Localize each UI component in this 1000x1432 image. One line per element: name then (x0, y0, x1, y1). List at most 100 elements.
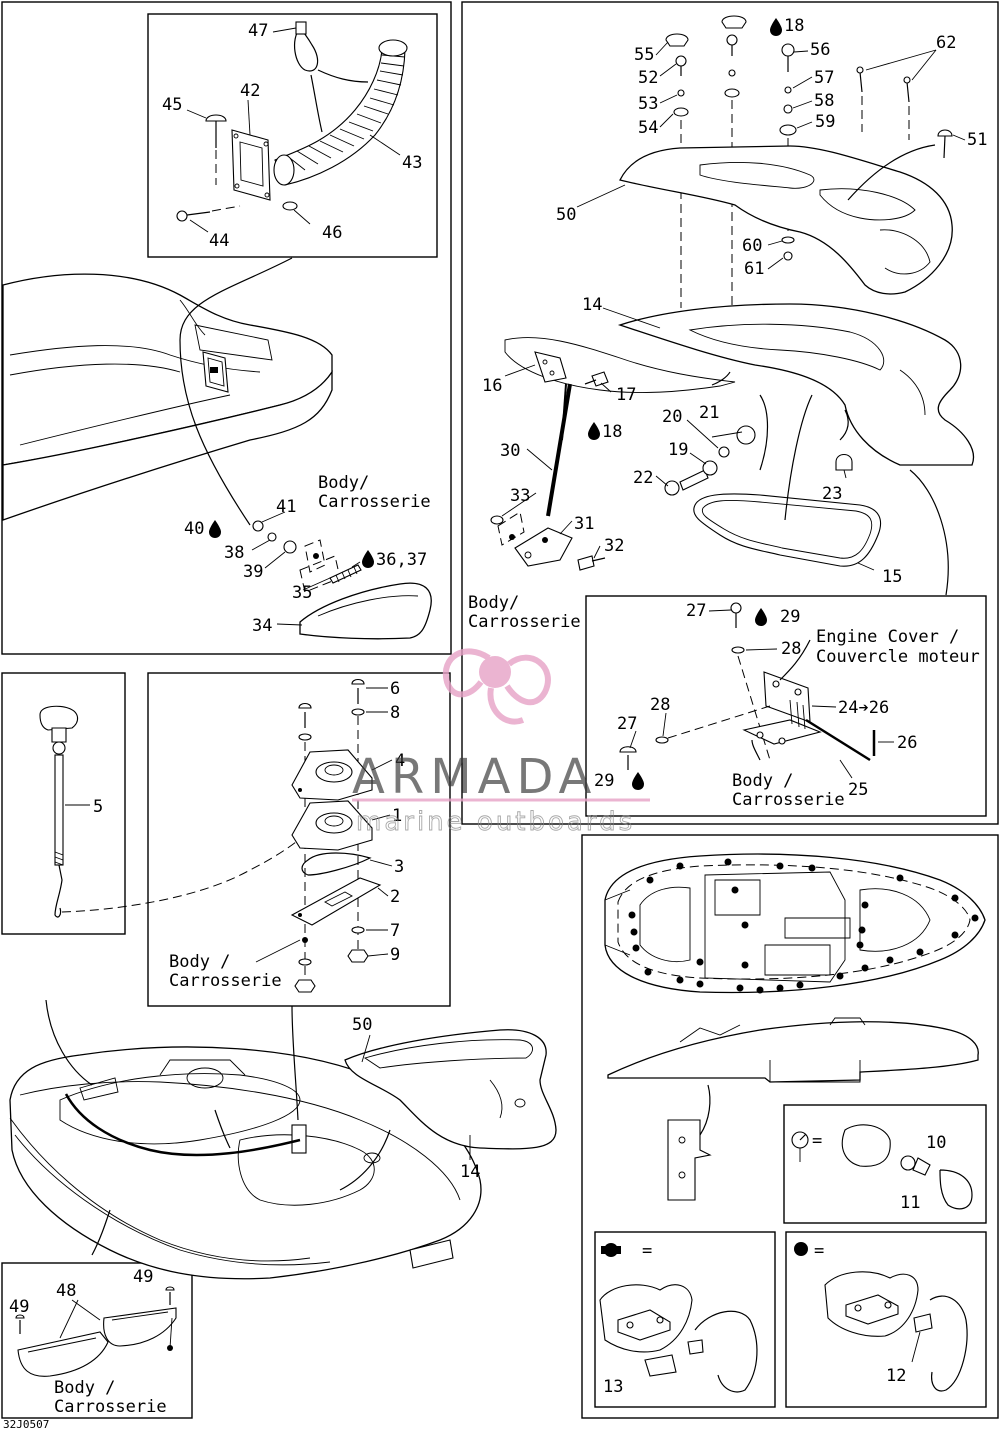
panel-wiring (581, 834, 999, 1419)
label-17: 17 (616, 385, 636, 405)
legend-clip-detail (791, 1124, 973, 1210)
legend-equals-b: = (814, 1241, 824, 1261)
panel-mount (147, 672, 451, 1007)
drop-icon (209, 520, 221, 538)
caption-body-1b: Carrosserie (318, 492, 431, 512)
label-27b: 27 (617, 714, 637, 734)
label-49b: 49 (9, 1297, 29, 1317)
label-10: 10 (926, 1133, 946, 1153)
caption-body-4a: Body / (169, 952, 230, 972)
label-28a: 28 (781, 639, 801, 659)
label-43: 43 (402, 153, 422, 173)
panel-seat-vent (1, 1, 452, 655)
drop-icon (362, 550, 374, 568)
label-32: 32 (604, 536, 624, 556)
label-45: 45 (162, 95, 182, 115)
caption-body-5a: Body / (54, 1378, 115, 1398)
label-57: 57 (814, 68, 834, 88)
caption-body-2a: Body/ (468, 593, 519, 613)
label-38: 38 (224, 543, 244, 563)
label-33: 33 (510, 486, 530, 506)
label-48: 48 (56, 1281, 76, 1301)
label-21: 21 (699, 403, 719, 423)
label-34: 34 (252, 616, 272, 636)
label-53: 53 (638, 94, 658, 114)
hinge-inset-group (619, 602, 894, 779)
caption-body-5b: Carrosserie (54, 1397, 167, 1417)
label-56: 56 (810, 40, 830, 60)
label-6: 6 (390, 679, 400, 699)
legend-clamp-b (785, 1231, 987, 1408)
part-labels: 47 45 42 43 44 46 41 40 38 39 35 36,37 3… (9, 16, 987, 1397)
label-31: 31 (574, 514, 594, 534)
label-35: 35 (292, 583, 312, 603)
label-42: 42 (240, 81, 260, 101)
label-60: 60 (742, 236, 762, 256)
label-3: 3 (394, 857, 404, 877)
legend-symbols (601, 1242, 808, 1257)
label-46: 46 (322, 223, 342, 243)
drop-icon (632, 772, 644, 790)
handle-group (39, 705, 90, 918)
engine-cover-group (490, 15, 975, 596)
label-16: 16 (482, 376, 502, 396)
label-59: 59 (815, 112, 835, 132)
caption-engine-cover-a: Engine Cover / (816, 627, 959, 647)
seat-hull-group (2, 257, 432, 640)
boat-group (9, 999, 482, 1280)
legend-equals-clip: = (812, 1131, 822, 1151)
label-18b: 18 (602, 422, 622, 442)
legend-clip (783, 1104, 987, 1224)
legend-clamp-a (594, 1231, 776, 1408)
mount-group (255, 678, 393, 993)
panel-storage-tray (1, 1262, 193, 1419)
label-49a: 49 (133, 1267, 153, 1287)
label-2: 2 (390, 887, 400, 907)
label-9: 9 (390, 945, 400, 965)
label-5: 5 (93, 797, 103, 817)
inset-vent-hose (147, 13, 438, 258)
label-23: 23 (822, 484, 842, 504)
vent-hose-group (176, 21, 408, 233)
drop-icon (588, 422, 600, 440)
label-24-26: 24➔26 (838, 698, 889, 718)
label-11: 11 (900, 1193, 920, 1213)
label-14a: 14 (582, 295, 602, 315)
label-25: 25 (848, 780, 868, 800)
label-12: 12 (886, 1366, 906, 1386)
label-15: 15 (882, 567, 902, 587)
label-7: 7 (390, 921, 400, 941)
captions: Body/ Carrosserie Body/ Carrosserie Engi… (3, 473, 980, 1431)
label-19: 19 (668, 440, 688, 460)
caption-body-2b: Carrosserie (468, 612, 581, 632)
panel-engine-cover (461, 1, 999, 825)
label-18a: 18 (784, 16, 804, 36)
watermark-tagline: marine outboards (356, 807, 635, 837)
label-62: 62 (936, 33, 956, 53)
label-28b: 28 (650, 695, 670, 715)
label-54: 54 (638, 118, 658, 138)
label-52: 52 (638, 68, 658, 88)
label-20: 20 (662, 407, 682, 427)
label-29b: 29 (594, 771, 614, 791)
watermark-brand: ARMADA (352, 749, 597, 805)
caption-engine-cover-b: Couvercle moteur (816, 647, 980, 667)
label-26: 26 (897, 733, 917, 753)
label-27a: 27 (686, 601, 706, 621)
handle-cable-route (61, 829, 311, 913)
label-29a: 29 (780, 607, 800, 627)
drop-icons (209, 18, 782, 790)
harness-dots (628, 858, 979, 994)
wiring-harness-group (604, 853, 986, 1201)
label-30: 30 (500, 441, 520, 461)
drop-icon (755, 608, 767, 626)
label-50b: 50 (352, 1015, 372, 1035)
panel-handle (1, 672, 126, 935)
propeller-icon (442, 648, 551, 725)
label-55: 55 (634, 45, 654, 65)
label-39: 39 (243, 562, 263, 582)
legend-clamp-b-detail (824, 1271, 968, 1392)
label-51: 51 (967, 130, 987, 150)
